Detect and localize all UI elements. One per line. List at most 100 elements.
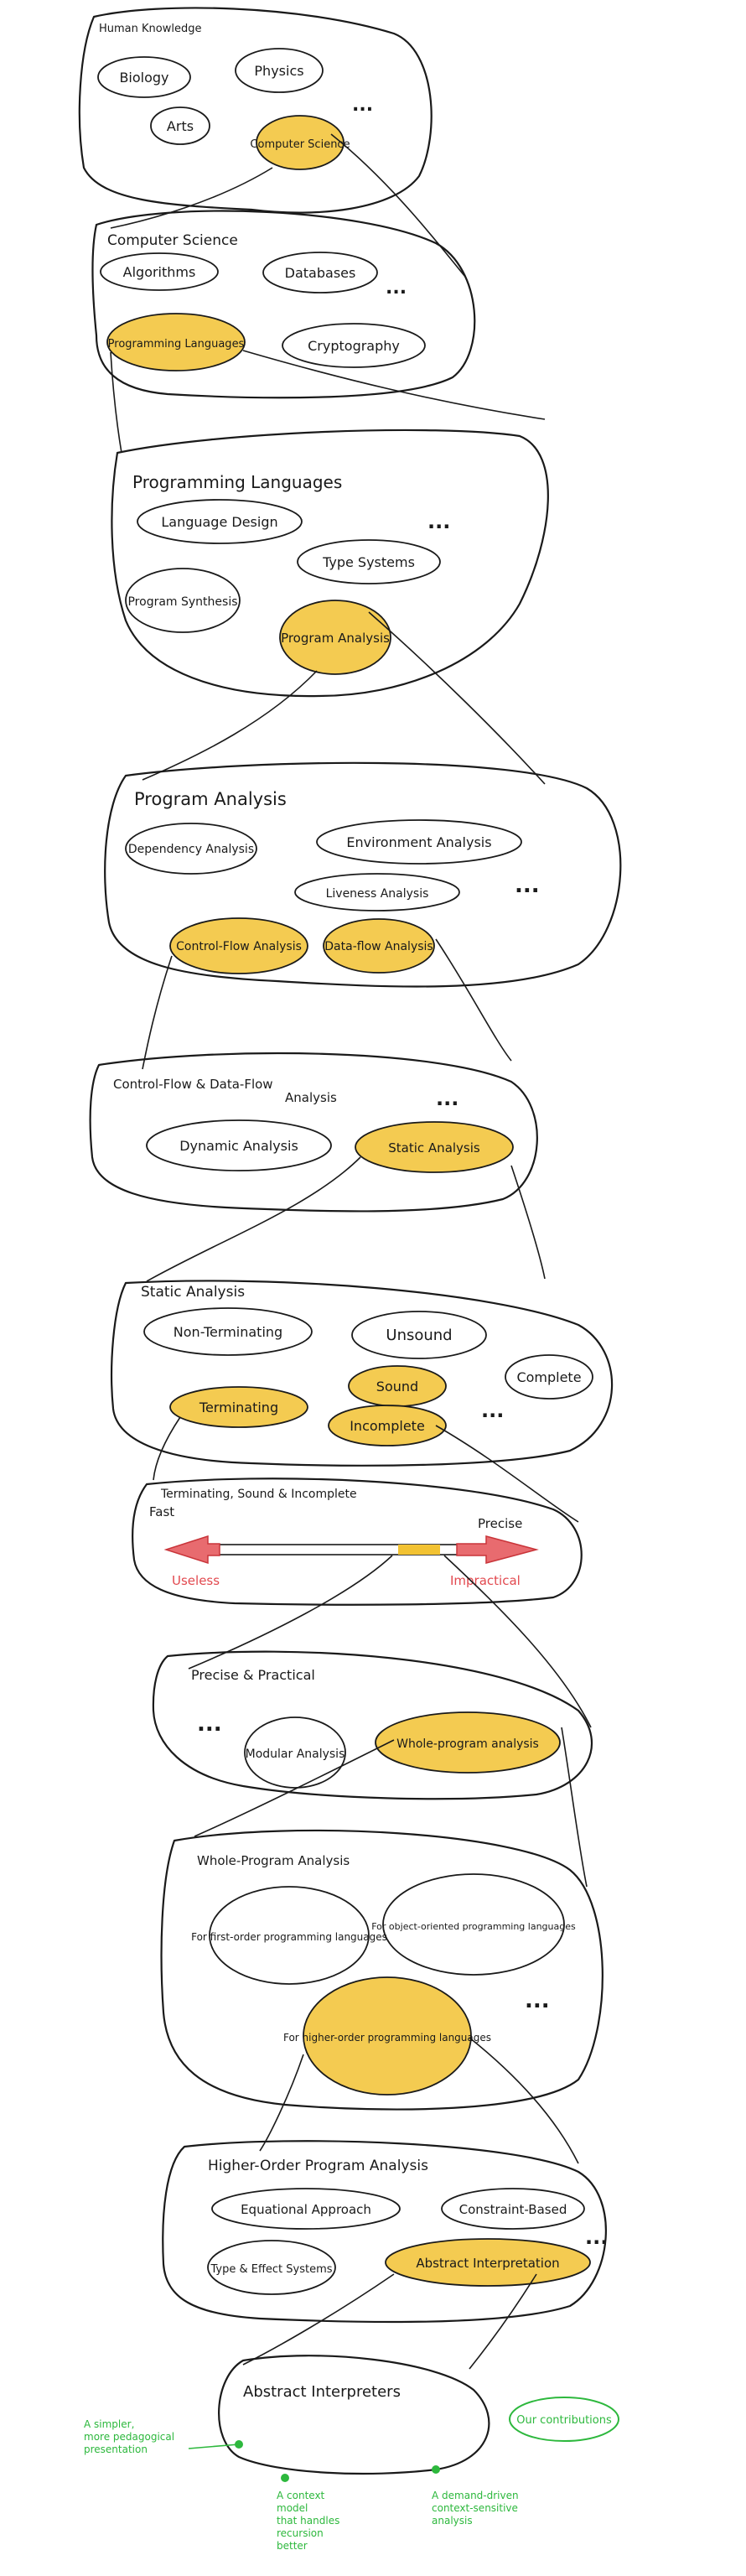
contributions-annotations: Our contributions A simpler, more pedago… xyxy=(84,2397,619,2552)
ellipsis-pa: ... xyxy=(515,873,540,898)
bubble-first-order xyxy=(209,1886,370,1985)
bubble-computer-science-highlighted xyxy=(256,115,345,170)
annotation-simpler-2: more pedagogical xyxy=(84,2431,174,2443)
annotation-demand-1: A demand-driven xyxy=(432,2490,519,2501)
label-environment-analysis: Environment Analysis xyxy=(346,834,491,850)
dot-demand xyxy=(432,2465,440,2474)
label-terminating: Terminating xyxy=(199,1400,278,1415)
connector-cfa-left xyxy=(146,1156,361,1282)
bubble-object-oriented xyxy=(382,1873,565,1976)
annotation-context-3: that handles xyxy=(277,2515,339,2527)
bubble-biology xyxy=(97,56,191,98)
title-program-analysis: Program Analysis xyxy=(134,789,287,809)
panel-abstract-interpreters: Abstract Interpreters xyxy=(218,2355,490,2475)
panel-programming-languages: Programming Languages Language Design Ty… xyxy=(111,428,549,698)
connector-pl-left xyxy=(142,670,318,781)
panel-terminating-sound-incomplete: Terminating, Sound & Incomplete Fast Pre… xyxy=(132,1478,583,1606)
bubble-equational-approach xyxy=(211,2188,401,2230)
label-algorithms: Algorithms xyxy=(123,264,196,280)
precision-bar xyxy=(200,1544,489,1555)
ellipsis-sa: ... xyxy=(481,1399,504,1422)
label-equational-approach: Equational Approach xyxy=(241,2202,371,2217)
bubble-dynamic-analysis xyxy=(146,1119,332,1171)
arrow-left-icon xyxy=(163,1535,220,1565)
ellipsis-pp: ... xyxy=(197,1711,222,1737)
label-precise: Precise xyxy=(478,1516,522,1531)
title-higher-order-program-analysis: Higher-Order Program Analysis xyxy=(208,2158,428,2174)
label-static-analysis: Static Analysis xyxy=(388,1140,480,1156)
panel-program-analysis: Program Analysis Dependency Analysis Env… xyxy=(104,761,622,988)
label-arts: Arts xyxy=(167,118,194,134)
bubble-terminating-highlighted xyxy=(169,1386,308,1428)
bubble-algorithms xyxy=(100,252,219,291)
blob-whole-program-analysis xyxy=(160,1829,604,2111)
bubble-liveness-analysis xyxy=(294,873,460,911)
connector-human-right xyxy=(330,133,466,278)
blob-programming-languages xyxy=(111,428,549,698)
label-non-terminating: Non-Terminating xyxy=(174,1324,282,1340)
title-programming-languages: Programming Languages xyxy=(132,472,342,492)
ellipsis-pl: ... xyxy=(427,510,450,533)
arrow-right-icon xyxy=(456,1535,539,1564)
blob-abstract-interpreters xyxy=(218,2355,490,2475)
ellipsis-hopa: ... xyxy=(585,2225,608,2249)
connector-tsi-right xyxy=(443,1555,592,1728)
panel-control-flow-data-flow: Control-Flow & Data-Flow Analysis Dynami… xyxy=(89,1052,538,1213)
annotation-demand-3: analysis xyxy=(432,2515,473,2527)
connector-pp-left xyxy=(194,1739,395,1837)
bubble-data-flow-analysis-highlighted xyxy=(323,918,435,974)
precision-bar-sweet-spot xyxy=(398,1545,440,1555)
bubble-static-analysis-highlighted xyxy=(355,1121,514,1173)
label-liveness-analysis: Liveness Analysis xyxy=(326,887,429,901)
bubble-non-terminating xyxy=(143,1307,313,1356)
blob-static-analysis xyxy=(111,1280,614,1467)
annotation-context-4: recursion xyxy=(277,2527,324,2539)
blob-computer-science xyxy=(91,210,476,399)
connector-wpa-left xyxy=(259,2054,304,2152)
connector-tsi-left xyxy=(188,1555,393,1670)
label-higher-order: For higher-order programming languages xyxy=(283,2032,491,2044)
bubble-programming-languages-highlighted xyxy=(106,313,246,371)
label-program-analysis: Program Analysis xyxy=(281,631,390,646)
connector-pa-right xyxy=(435,938,512,1062)
bubble-type-systems xyxy=(297,539,441,584)
label-programming-languages: Programming Languages xyxy=(108,338,245,351)
annotation-context-1: A context xyxy=(277,2490,325,2501)
label-sound: Sound xyxy=(376,1379,418,1394)
title-cfa-line2: Analysis xyxy=(285,1090,337,1105)
bubble-arts xyxy=(150,106,210,145)
bubble-constraint-based xyxy=(441,2188,585,2230)
title-cfa-line1: Control-Flow & Data-Flow xyxy=(113,1077,273,1092)
label-useless: Useless xyxy=(172,1573,220,1588)
bubble-higher-order-highlighted xyxy=(303,1976,472,2096)
connector-hopa-right xyxy=(469,2273,537,2370)
bubble-type-effect-systems xyxy=(207,2240,336,2295)
label-physics: Physics xyxy=(254,63,303,79)
bubble-control-flow-analysis-highlighted xyxy=(169,917,308,974)
annotation-context-5: better xyxy=(277,2540,308,2552)
label-complete: Complete xyxy=(516,1369,581,1385)
blob-precise-practical xyxy=(152,1650,593,1800)
connector-cs-right xyxy=(242,350,546,420)
annotation-context-2: model xyxy=(277,2502,308,2514)
panel-static-analysis: Static Analysis Non-Terminating Unsound … xyxy=(111,1280,614,1467)
connector-pa-left xyxy=(142,955,173,1070)
ellipsis-human: ... xyxy=(352,95,373,116)
connector-cfa-right xyxy=(510,1165,546,1280)
label-cryptography: Cryptography xyxy=(308,338,400,354)
panel-human-knowledge: Human Knowledge Biology Physics Arts Com… xyxy=(78,7,433,214)
label-language-design: Language Design xyxy=(161,514,277,530)
bubble-environment-analysis xyxy=(316,819,522,865)
label-object-oriented: For object-oriented programming language… xyxy=(371,1921,576,1932)
label-our-contributions: Our contributions xyxy=(516,2414,612,2427)
panel-higher-order-program-analysis: Higher-Order Program Analysis Equational… xyxy=(162,2140,608,2324)
bubble-program-synthesis xyxy=(125,568,241,633)
bubble-program-analysis-highlighted xyxy=(279,600,391,675)
connector-wpa-right xyxy=(469,2037,579,2164)
connector-sa-left xyxy=(153,1416,181,1481)
connector-human-left xyxy=(110,167,273,229)
label-control-flow-analysis: Control-Flow Analysis xyxy=(176,940,302,953)
connector-sa-right xyxy=(435,1425,579,1523)
bubble-abstract-interpretation-highlighted xyxy=(385,2238,591,2287)
label-incomplete: Incomplete xyxy=(350,1418,425,1434)
